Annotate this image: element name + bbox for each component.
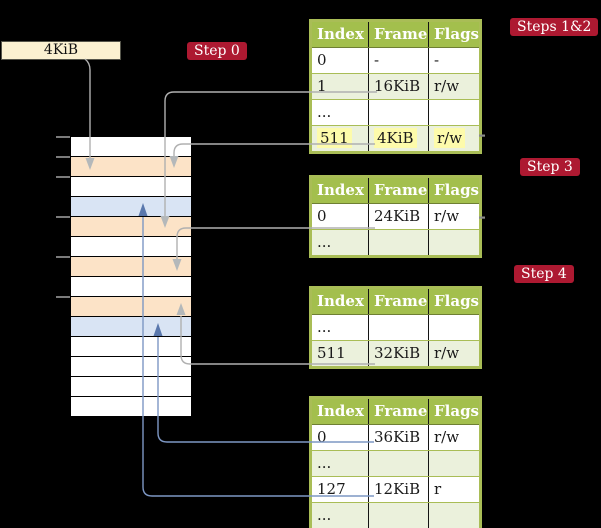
table-cell [429,503,479,528]
column-header-frame: Frame [369,399,429,424]
table-cell [429,100,479,125]
column-header-index: Index [312,399,369,424]
highlighted-value: 511 [317,128,352,148]
table-cell: r/w [434,344,460,362]
table-cell [369,100,429,125]
memory-row-white [71,177,191,197]
table-row: ... [312,99,479,125]
highlighted-value: 4KiB [374,128,417,148]
table-cell: 127 [312,477,369,502]
table-cell: 1 [312,74,369,99]
memory-row-white [71,337,191,357]
table-cell: 0 [312,425,369,450]
frame-size-label: 4KiB [43,42,79,58]
table-cell: 36KiB [369,425,429,450]
table-row: ... [312,229,479,255]
memory-row-white [71,377,191,397]
table-cell [369,451,429,476]
highlighted-value: r/w [434,128,466,148]
memory-row-white [71,137,191,157]
table-cell: 0 [312,48,369,73]
table-cell: 24KiB [369,204,429,229]
table-cell [369,503,429,528]
column-header-flags: Flags [434,292,479,310]
table-cell [369,230,429,255]
table-cell: ... [312,230,369,255]
table-cell: r [434,480,442,498]
table-row: ... [312,314,479,340]
table-row: ... [312,502,479,528]
memory-row-blue [71,317,191,337]
table-cell [429,451,479,476]
table-cell: ... [312,451,369,476]
memory-row-white [71,237,191,257]
table-cell: r/w [429,126,479,151]
table-cell [429,315,479,340]
memory-row-orange [71,297,191,317]
table-cell [369,315,429,340]
column-header-frame: Frame [369,289,429,314]
badge-steps-1-2: Steps 1&2 [510,18,599,36]
table-cell: 4KiB [369,126,429,151]
column-header-frame: Frame [369,178,429,203]
memory-row-white [71,357,191,377]
badge-step-3: Step 3 [520,158,580,176]
table-cell: r/w [434,207,460,225]
table-cell: ... [312,315,369,340]
memory-row-orange [71,257,191,277]
table-cell: - [369,48,429,73]
table-row: 511 4KiB r/w [312,125,479,151]
table-cell: 16KiB [369,74,429,99]
column-header-frame: Frame [369,22,429,47]
memory-row-white [71,397,191,416]
column-header-index: Index [312,289,369,314]
column-header-flags: Flags [434,181,479,199]
badge-step-4: Step 4 [514,265,574,283]
physical-memory-column [70,136,192,417]
memory-row-orange [71,217,191,237]
table-cell: ... [312,503,369,528]
table-row: 0-- [312,47,479,73]
memory-row-blue [71,197,191,217]
table-cell: 32KiB [369,341,429,366]
table-cell: 511 [312,126,369,151]
column-header-flags: Flags [434,25,479,43]
column-header-flags: Flags [434,402,479,420]
table-cell: 0 [312,204,369,229]
memory-address-ticks [56,136,70,298]
table-cell: - [434,51,440,69]
badge-step-0: Step 0 [187,42,247,60]
column-header-index: Index [312,22,369,47]
table-row: ... [312,450,479,476]
table-cell [429,230,479,255]
frame-size-box: 4KiB [1,41,121,60]
table-cell: ... [312,100,369,125]
table-cell: r/w [434,77,460,95]
memory-row-orange [71,157,191,177]
memory-row-white [71,277,191,297]
table-cell: r/w [434,428,460,446]
column-header-index: Index [312,178,369,203]
table-cell: 511 [312,341,369,366]
table-cell: 12KiB [369,477,429,502]
